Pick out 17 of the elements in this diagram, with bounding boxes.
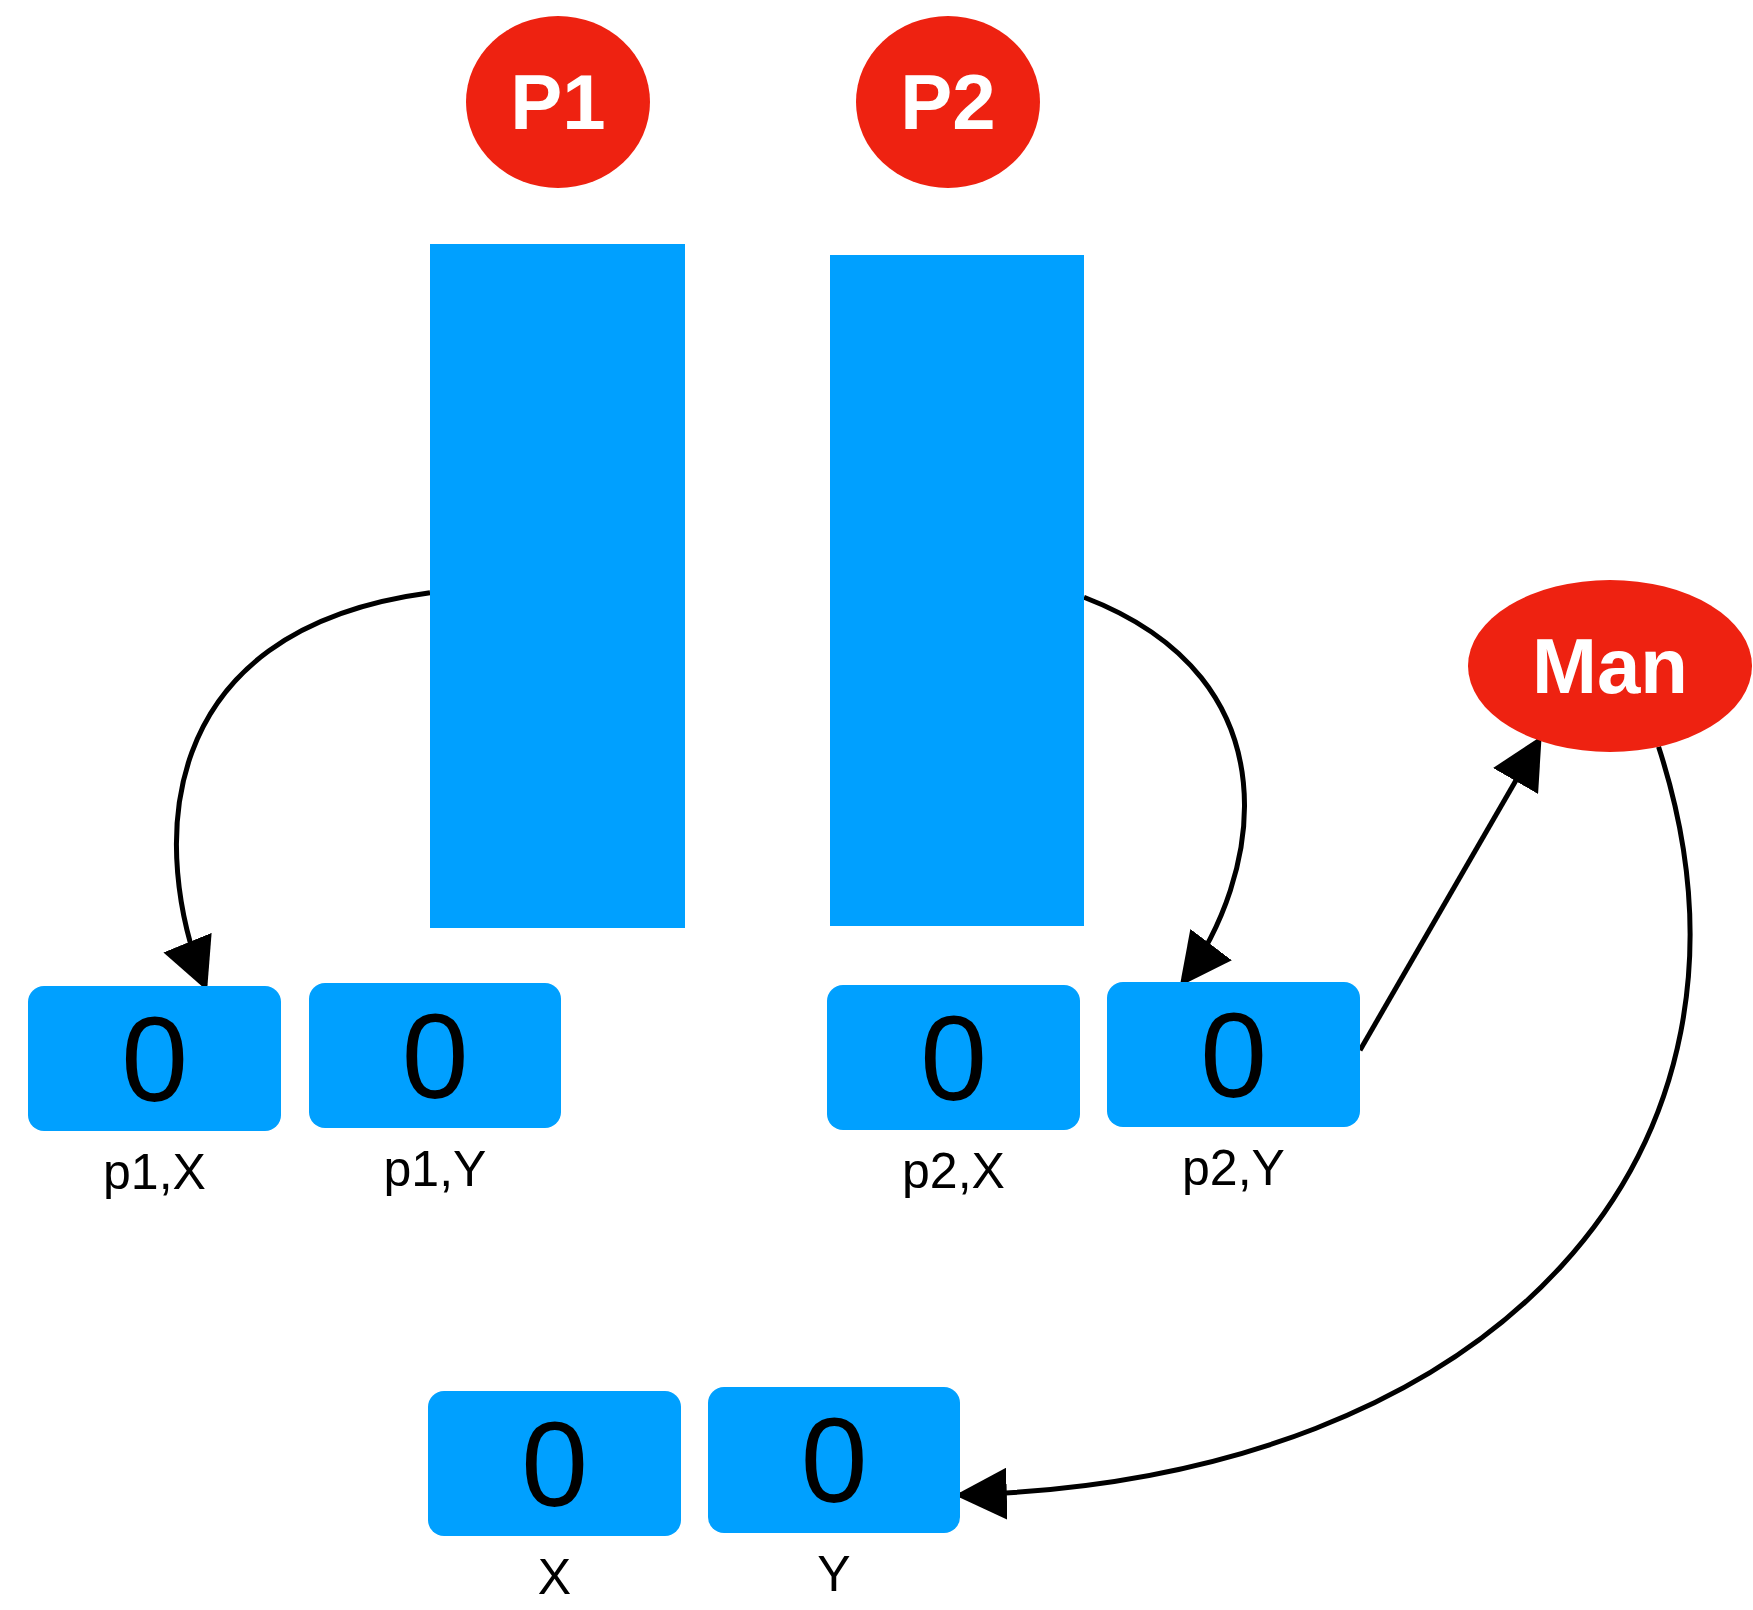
node-label: P2 — [900, 56, 996, 148]
variable-caption: Y — [817, 1546, 851, 1602]
value-text: 0 — [521, 1395, 588, 1533]
variable-caption: X — [537, 1549, 572, 1605]
node-label: Man — [1532, 620, 1688, 712]
node-label: P1 — [510, 56, 606, 148]
value-text: 0 — [121, 990, 188, 1128]
memory-bar — [430, 244, 685, 928]
variable-caption: p2,X — [902, 1143, 1005, 1199]
value-text: 0 — [401, 987, 469, 1125]
value-text: 0 — [1200, 986, 1267, 1124]
value-text: 0 — [920, 989, 987, 1127]
variable-caption: p1,Y — [383, 1141, 487, 1197]
variable-caption: p2,Y — [1182, 1140, 1285, 1196]
value-text: 0 — [800, 1392, 868, 1529]
variable-caption: p1,X — [103, 1144, 206, 1200]
memory-bar — [830, 255, 1084, 926]
